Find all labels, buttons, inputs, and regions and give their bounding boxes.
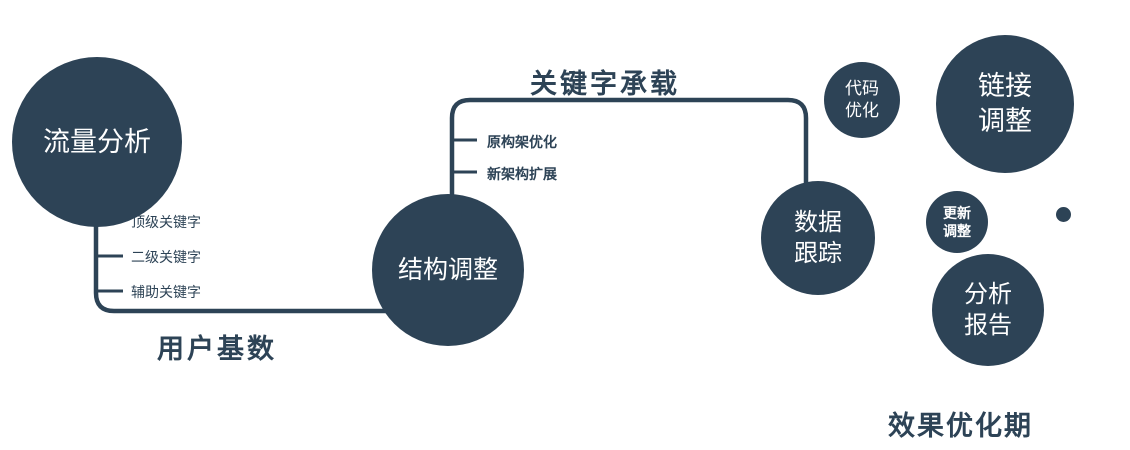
node-code-optimize-label: 代码优化 bbox=[845, 78, 879, 120]
node-update-adjust: 更新调整 bbox=[926, 191, 988, 253]
node-traffic-analysis: 流量分析 bbox=[12, 57, 182, 227]
tick-marks-left bbox=[96, 219, 123, 293]
node-link-adjust-label: 链接调整 bbox=[978, 70, 1032, 136]
node-analysis-report-label: 分析报告 bbox=[964, 280, 1012, 339]
edge-keyword-carry-path bbox=[449, 97, 809, 207]
node-data-tracking-label: 数据跟踪 bbox=[794, 208, 842, 267]
tick-label-aux-keywords: 辅助关键字 bbox=[131, 284, 201, 300]
tick-label-orig-arch: 原构架优化 bbox=[487, 134, 557, 150]
node-data-tracking: 数据跟踪 bbox=[761, 181, 875, 295]
tick-label-second-keywords: 二级关键字 bbox=[131, 249, 201, 265]
tick-label-top-keywords: 顶级关键字 bbox=[131, 214, 201, 230]
caption-effect-period: 效果优化期 bbox=[888, 411, 1033, 441]
node-structure-adjust: 结构调整 bbox=[372, 194, 524, 346]
node-code-optimize: 代码优化 bbox=[824, 62, 900, 138]
edge-label-user-base: 用户基数 bbox=[157, 334, 277, 364]
edge-label-keyword-carry: 关键字承载 bbox=[530, 69, 680, 99]
tick-marks-middle bbox=[452, 138, 477, 174]
node-update-adjust-label: 更新调整 bbox=[943, 204, 971, 239]
tick-label-new-arch: 新架构扩展 bbox=[487, 166, 557, 182]
bullet-dot bbox=[1056, 207, 1071, 222]
node-link-adjust: 链接调整 bbox=[936, 35, 1074, 173]
node-structure-adjust-label: 结构调整 bbox=[397, 256, 498, 284]
node-analysis-report: 分析报告 bbox=[932, 254, 1044, 366]
node-traffic-analysis-label: 流量分析 bbox=[43, 126, 151, 157]
